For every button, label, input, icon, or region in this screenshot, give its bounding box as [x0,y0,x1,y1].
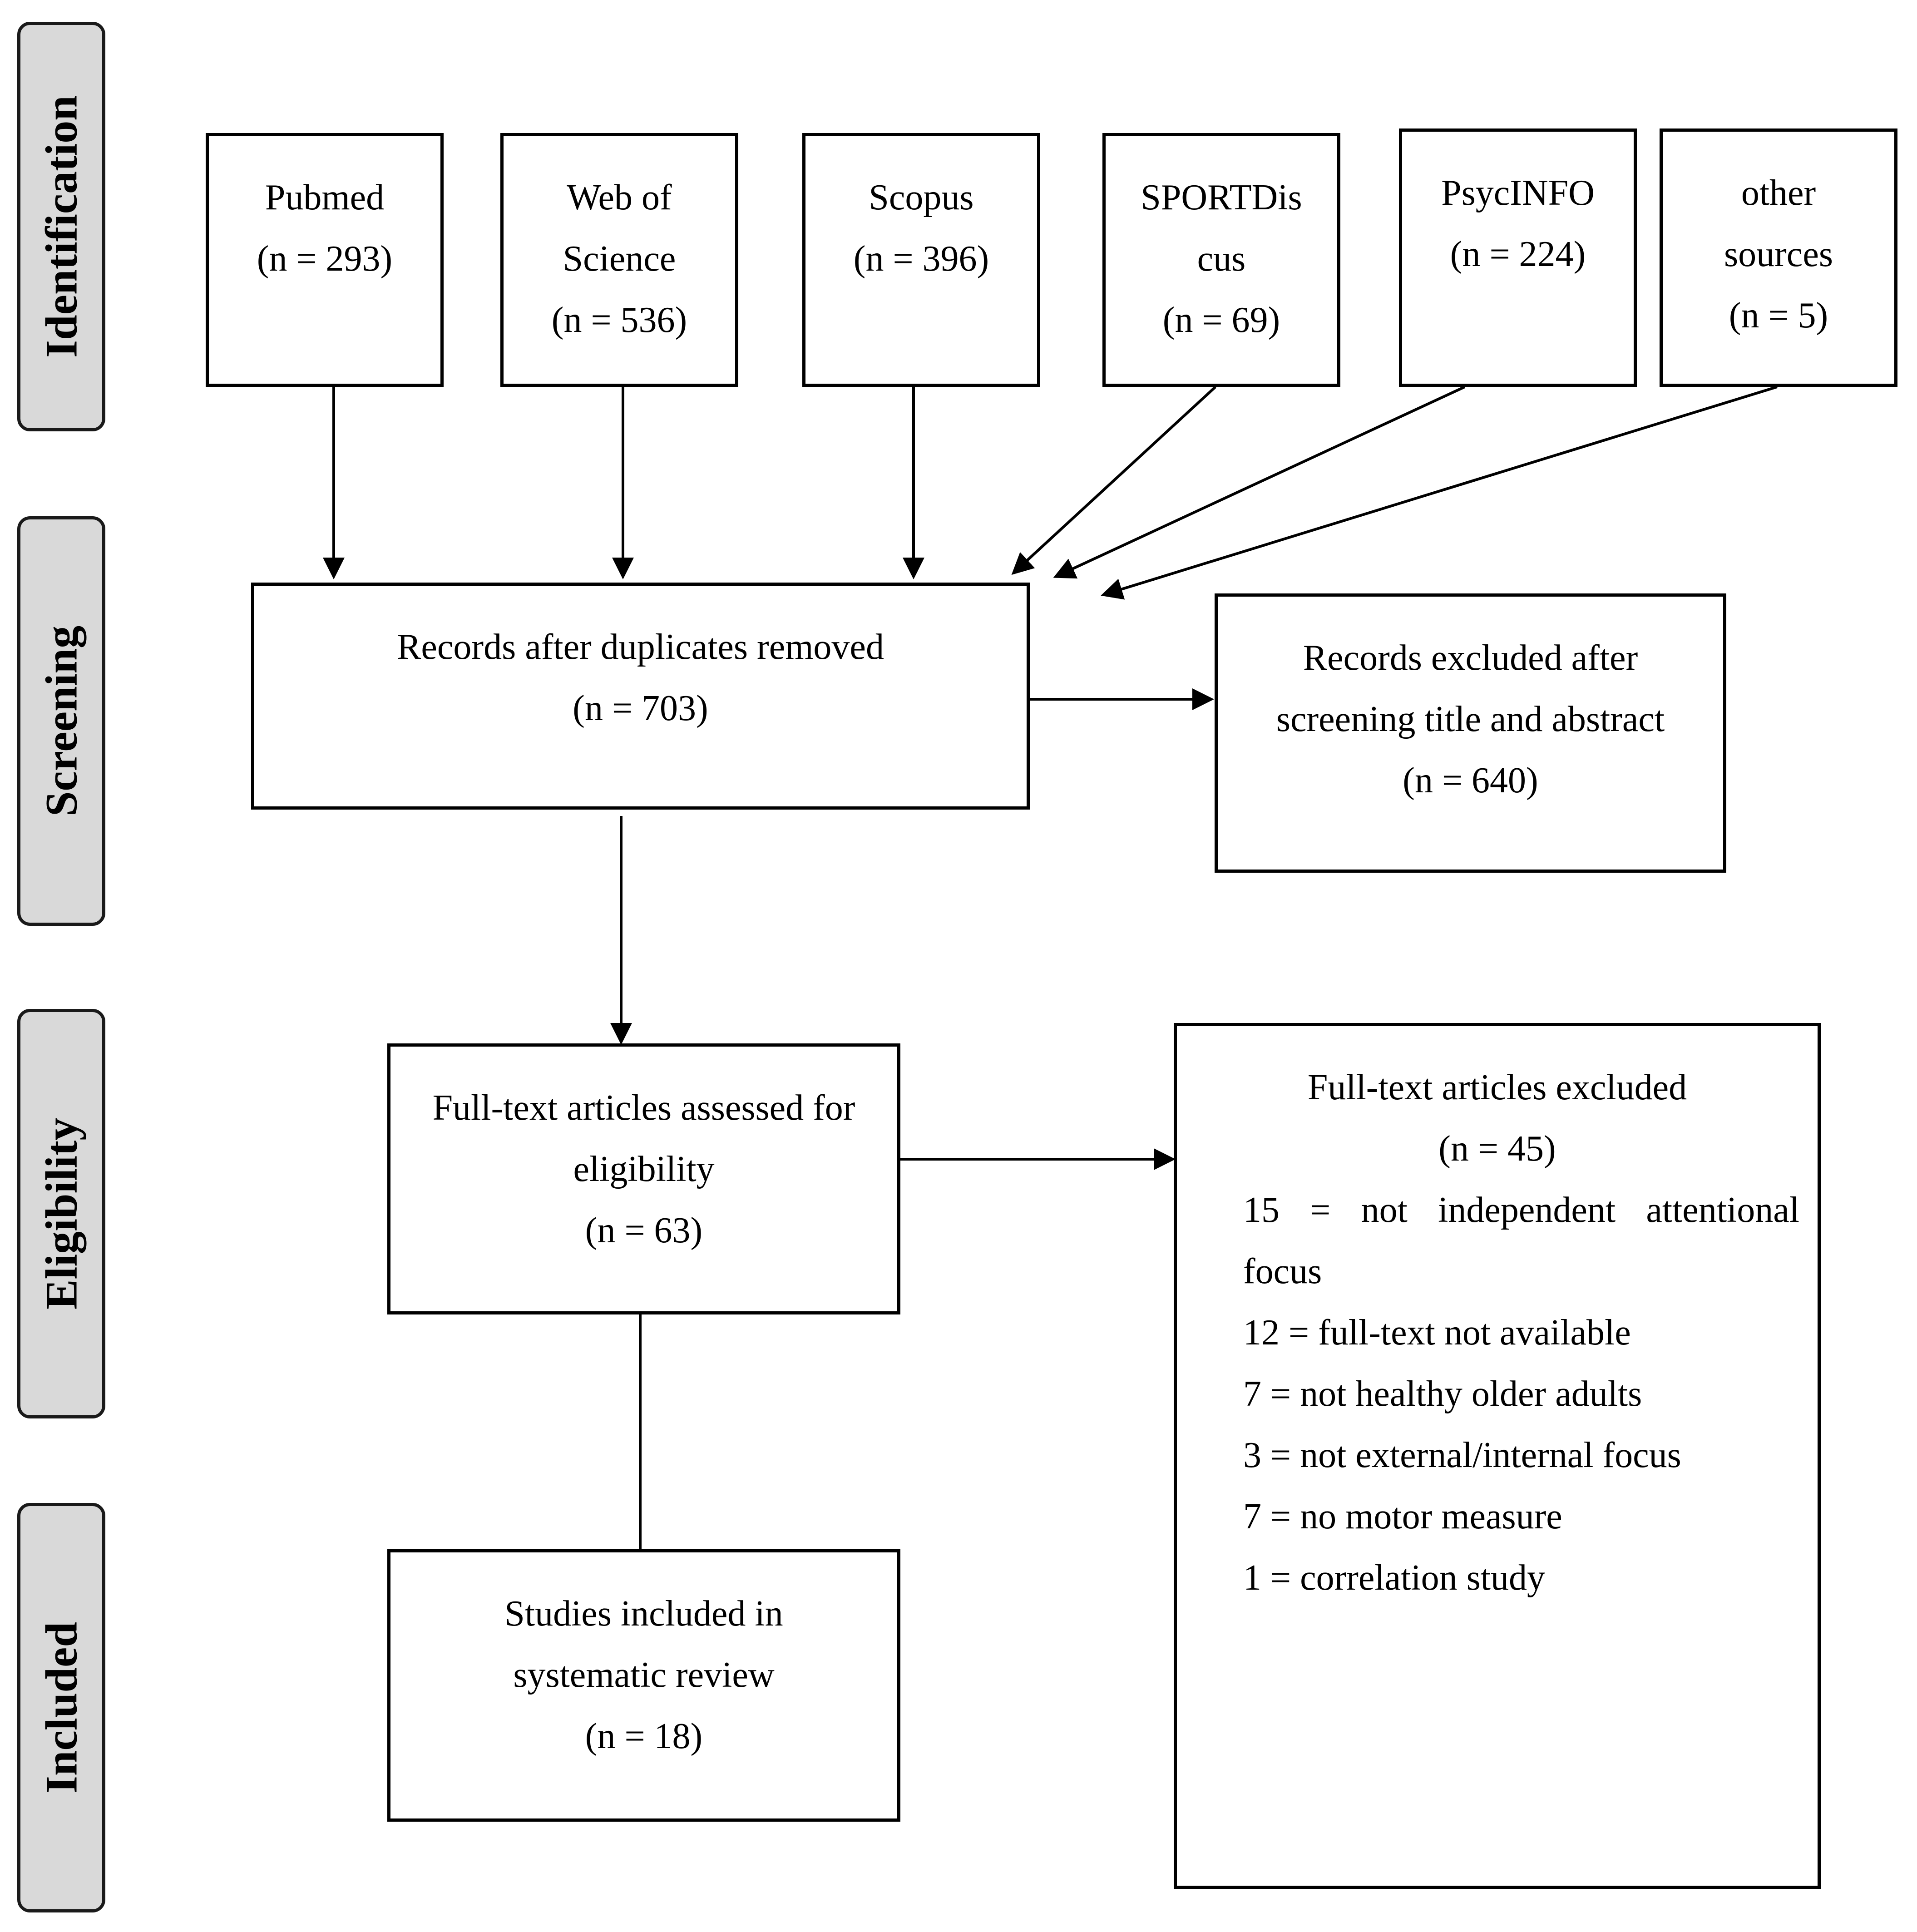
stage-screening: Screening [17,516,105,926]
fulltext-excluded-box: Full-text articles excluded (n = 45) [1174,1023,1821,1889]
box-label: Full-text articles assessed for [432,1088,855,1128]
source-name: sources [1724,234,1833,274]
box-label: screening title and abstract [1276,699,1665,739]
source-name: cus [1197,239,1246,279]
box-label: Records after duplicates removed [397,627,884,667]
records-excluded-box: Records excluded after screening title a… [1215,593,1726,873]
arrow-other [1101,385,1778,600]
box-label: systematic review [513,1655,775,1695]
exclusion-reason: 3 = not external/internal focus [1243,1435,1681,1475]
source-name: PsycINFO [1441,173,1595,213]
source-count: (n = 69) [1162,300,1280,340]
exclusion-reason: 7 = no motor measure [1243,1497,1562,1537]
source-count: (n = 536) [551,300,687,340]
source-count: (n = 293) [257,239,393,279]
exclusion-reason-cont: focus [1243,1251,1322,1291]
exclusion-reason: 7 = not healthy older adults [1243,1374,1642,1414]
stage-included: Included [17,1503,105,1912]
box-count: (n = 18) [585,1716,703,1756]
source-count: (n = 224) [1450,234,1586,274]
reason-word: not [1361,1190,1408,1230]
source-count: (n = 396) [853,239,989,279]
source-pubmed: Pubmed (n = 293) [206,133,444,387]
reason-word: independent [1438,1190,1616,1230]
box-count: (n = 640) [1403,761,1538,800]
reason-word: = [1310,1190,1331,1230]
source-name: Scopus [869,178,974,217]
source-name: Science [563,239,676,279]
box-label: eligibility [573,1149,715,1189]
studies-included-box: Studies included in systematic review (n… [387,1549,900,1822]
box-count: (n = 63) [585,1211,703,1250]
reason-word: 15 [1243,1190,1280,1230]
reason-word: attentional [1646,1190,1799,1230]
source-sportdiscus: SPORTDis cus (n = 69) [1102,133,1340,387]
exclusion-reason: 15 = not independent attentional [1243,1192,1799,1228]
stage-eligibility: Eligibility [17,1009,105,1418]
box-label: Records excluded after [1303,638,1638,678]
source-count: (n = 5) [1729,296,1828,336]
source-name: SPORTDis [1141,178,1302,217]
box-count: (n = 703) [573,688,708,728]
box-count: (n = 45) [1438,1129,1556,1169]
source-name: other [1741,173,1816,213]
source-web-of-science: Web of Science (n = 536) [500,133,738,387]
source-other: other sources (n = 5) [1660,128,1897,387]
stage-identification: Identification [17,22,105,431]
source-psycinfo: PsycINFO (n = 224) [1399,128,1637,387]
box-label: Studies included in [504,1594,783,1634]
source-name: Web of [567,178,672,217]
source-name: Pubmed [265,178,385,217]
box-title: Full-text articles excluded [1307,1067,1687,1107]
exclusion-reason: 1 = correlation study [1243,1558,1545,1598]
fulltext-assessed-box: Full-text articles assessed for eligibil… [387,1043,900,1314]
arrow-psycinfo [1053,385,1466,579]
records-after-duplicates-box: Records after duplicates removed (n = 70… [251,583,1030,810]
exclusion-reason: 12 = full-text not available [1243,1313,1631,1353]
arrow-sportdiscus [1011,385,1217,575]
source-scopus: Scopus (n = 396) [802,133,1040,387]
